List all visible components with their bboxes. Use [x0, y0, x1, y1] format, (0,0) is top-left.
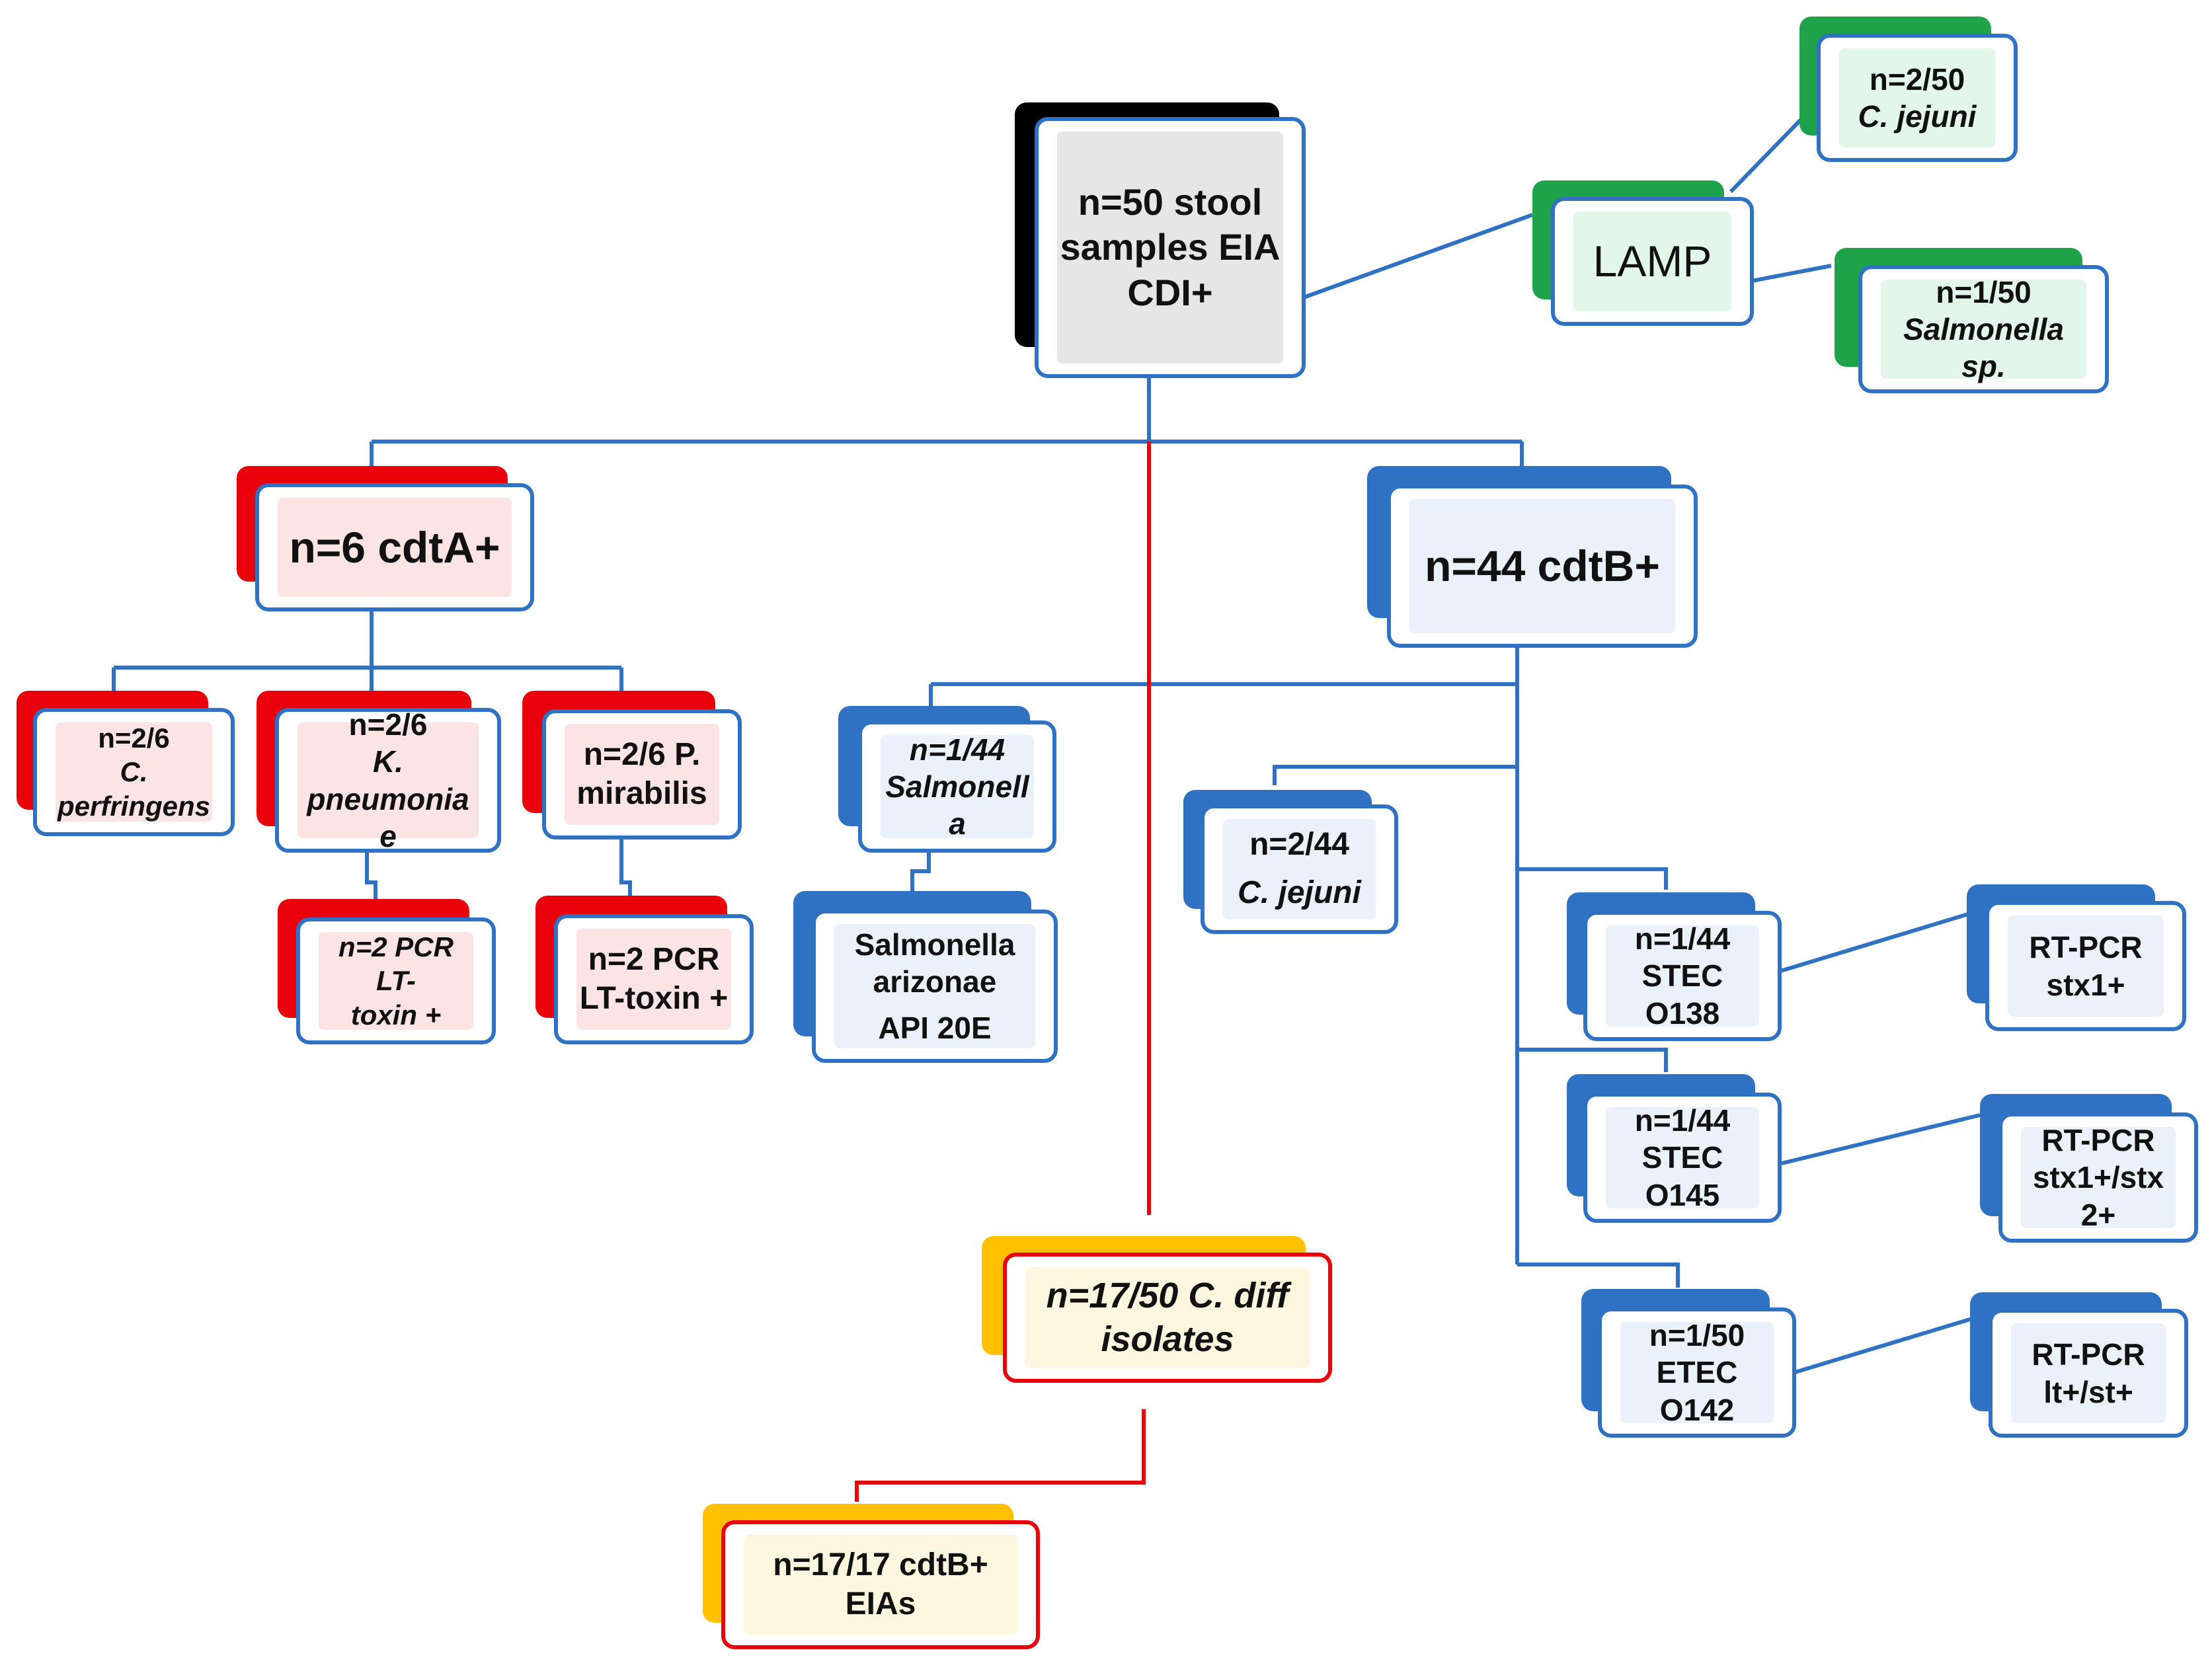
lamp-cjejuni-name: C. jejuni — [1858, 99, 1977, 134]
rtpcr-lt-line-1: RT-PCR — [2032, 1337, 2145, 1372]
cdta-node: n=6 cdtA+ — [237, 466, 534, 611]
salmonella-44-line-2: Salmonell — [885, 769, 1029, 804]
stec-o145-line-3: O145 — [1645, 1177, 1720, 1212]
lamp-cjejuni-count: n=2/50 — [1869, 61, 1965, 97]
pcr-lt-kpneu-node: n=2 PCR LT- toxin + — [278, 899, 496, 1044]
root-node: n=50 stool samples EIA CDI+ — [1015, 102, 1306, 380]
connector-pmir-pcr — [619, 839, 632, 899]
lamp-node: LAMP — [1532, 180, 1754, 326]
rtpcr-stx12-node: RT-PCR stx1+/stx 2+ — [1980, 1094, 2198, 1243]
connector-o138-rtpcr — [1778, 912, 1971, 974]
cdta-label: n=6 cdtA+ — [289, 522, 500, 572]
connector-salmonella-api — [910, 848, 931, 891]
salmonella-44-line-1: n=1/44 — [909, 732, 1006, 767]
root-line-1: n=50 stool — [1078, 181, 1263, 223]
connector-to-etec-o142 — [1517, 1263, 1680, 1288]
cdiff-line-2: isolates — [1101, 1319, 1234, 1359]
pmir-node: n=2/6 P. mirabilis — [522, 691, 742, 839]
cdiff-line-1: n=17/50 C. diff — [1046, 1275, 1289, 1315]
cjejuni-44-node: n=2/44 C. jejuni — [1183, 790, 1398, 934]
stec-o138-line-3: O138 — [1645, 995, 1720, 1030]
cdtb-eia-line-2: EIAs — [845, 1586, 916, 1621]
pcr-lt-kpneu-line-2: toxin + — [350, 999, 442, 1030]
stec-o145-line-2: STEC — [1641, 1140, 1723, 1175]
kpneu-name-2: pneumonia — [307, 781, 469, 816]
lamp-label: LAMP — [1593, 237, 1712, 286]
root-line-2: samples EIA — [1060, 226, 1281, 268]
cdtb-eia-line-1: n=17/17 cdtB+ — [773, 1547, 988, 1582]
lamp-salmonella-name-2: sp. — [1961, 349, 2006, 384]
stec-o138-node: n=1/44 STEC O138 — [1567, 892, 1782, 1041]
connector-kpneu-pcr — [365, 851, 377, 899]
cdtb-node: n=44 cdtB+ — [1367, 466, 1698, 648]
etec-o142-node: n=1/50 ETEC O142 — [1581, 1289, 1796, 1438]
rtpcr-stx12-line-1: RT-PCR — [2041, 1123, 2155, 1158]
connector-lamp-cjejuni — [1729, 117, 1803, 194]
root-line-3: CDI+ — [1127, 271, 1213, 313]
stec-o138-line-1: n=1/44 — [1634, 921, 1731, 956]
lamp-salmonella-name-1: Salmonella — [1903, 311, 2064, 346]
cperf-node: n=2/6 C. perfringens — [17, 691, 235, 836]
salmonella-api-line-1: Salmonella — [854, 927, 1015, 962]
lamp-cjejuni-node: n=2/50 C. jejuni — [1799, 17, 2018, 162]
salmonella-api-node: Salmonella arizonae API 20E — [793, 891, 1058, 1063]
cjejuni-44-name: C. jejuni — [1238, 875, 1361, 910]
stec-o145-node: n=1/44 STEC O145 — [1567, 1074, 1782, 1223]
salmonella-44-line-3: a — [949, 806, 966, 841]
pmir-line-2: mirabilis — [576, 775, 707, 811]
lamp-salmonella-node: n=1/50 Salmonella sp. — [1835, 248, 2109, 393]
cjejuni-44-count: n=2/44 — [1249, 827, 1349, 863]
rtpcr-stx12-line-3: 2+ — [2080, 1197, 2116, 1232]
cperf-count: n=2/6 — [98, 722, 170, 754]
cdtb-eia-node: n=17/17 cdtB+ EIAs — [703, 1504, 1040, 1649]
kpneu-node: n=2/6 K. pneumonia e — [257, 691, 501, 853]
pcr-lt-pmir-line-1: n=2 PCR — [588, 941, 720, 977]
etec-o142-line-1: n=1/50 — [1649, 1318, 1745, 1353]
connector-to-cjejuni44 — [1273, 765, 1517, 785]
etec-o142-line-3: O142 — [1659, 1392, 1735, 1427]
rtpcr-lt-line-2: lt+/st+ — [2043, 1374, 2133, 1409]
stec-o138-line-2: STEC — [1641, 958, 1723, 993]
connector-cdiff-eia — [855, 1409, 1146, 1502]
pcr-lt-kpneu-line-1: n=2 PCR LT- — [338, 931, 454, 997]
connector-root-lamp — [1302, 213, 1534, 299]
etec-o142-line-2: ETEC — [1656, 1355, 1738, 1390]
salmonella-api-line-3: API 20E — [878, 1011, 992, 1046]
lamp-salmonella-count: n=1/50 — [1936, 274, 2032, 309]
stec-o145-line-1: n=1/44 — [1634, 1103, 1731, 1138]
pcr-lt-pmir-line-2: LT-toxin + — [579, 980, 729, 1016]
rtpcr-stx12-line-2: stx1+/stx — [2032, 1160, 2164, 1195]
kpneu-name-3: e — [379, 818, 397, 853]
salmonella-44-node: n=1/44 Salmonell a — [838, 706, 1056, 853]
connector-o145-rtpcr — [1781, 1113, 1981, 1165]
rtpcr-stx1-node: RT-PCR stx1+ — [1967, 884, 2186, 1031]
cperf-name-2: perfringens — [57, 790, 211, 822]
cdtb-label: n=44 cdtB+ — [1425, 541, 1660, 591]
connector-lamp-salmonella — [1751, 264, 1832, 283]
kpneu-count: n=2/6 — [348, 708, 428, 742]
rtpcr-stx1-line-2: stx1+ — [2046, 967, 2125, 1002]
rtpcr-stx1-line-1: RT-PCR — [2029, 930, 2143, 965]
pcr-lt-pmir-node: n=2 PCR LT-toxin + — [535, 896, 754, 1044]
cperf-name-1: C. — [120, 756, 148, 788]
connector-to-stec-o138 — [1517, 867, 1668, 890]
pmir-line-1: n=2/6 P. — [583, 736, 701, 772]
cdiff-node: n=17/50 C. diff isolates — [982, 1236, 1332, 1383]
salmonella-api-line-2: arizonae — [873, 964, 997, 999]
connector-to-stec-o145 — [1517, 1048, 1668, 1072]
connector-o142-rtpcr — [1792, 1317, 1973, 1375]
rtpcr-lt-node: RT-PCR lt+/st+ — [1970, 1292, 2188, 1438]
kpneu-name-1: K. — [372, 744, 403, 779]
